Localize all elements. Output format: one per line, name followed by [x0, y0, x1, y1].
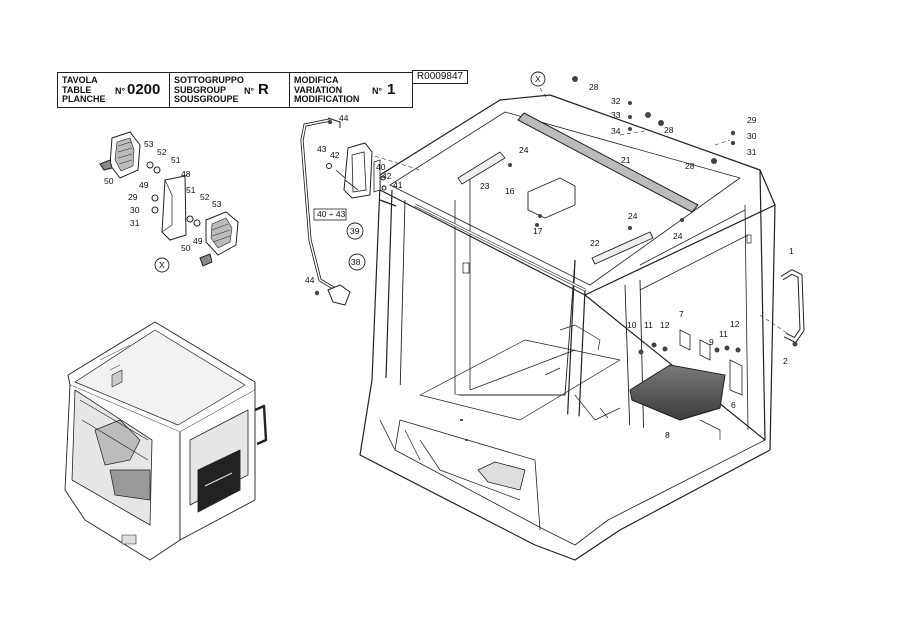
- callout-51b: 51: [186, 185, 196, 195]
- callout-11b: 11: [719, 329, 728, 339]
- callout-50a: 50: [104, 176, 114, 186]
- fasteners: [314, 76, 798, 355]
- modification-cell: MODIFICA VARIATION MODIFICATION N° 1: [290, 73, 411, 107]
- callout-24b: 24: [628, 211, 638, 221]
- callout-44a: 44: [339, 113, 349, 123]
- callout-24a: 24: [519, 145, 529, 155]
- callout-42b: 42: [382, 171, 392, 181]
- callout-40: 40: [376, 162, 386, 172]
- subgroup-cell: SOTTOGRUPPO SUBGROUP SOUSGROUPE N° R: [170, 73, 290, 107]
- detail-markers: [154, 71, 546, 273]
- callout-2: 2: [783, 356, 788, 366]
- callout-16: 16: [505, 186, 515, 196]
- callout-22: 22: [590, 238, 600, 248]
- mirror-assembly: [300, 117, 397, 306]
- drawing-reference: R0009847: [412, 70, 468, 84]
- modification-no-label: N°: [372, 86, 383, 96]
- detail-x-left: X: [159, 260, 165, 270]
- callout-50b: 50: [181, 243, 191, 253]
- leader-lines: [354, 87, 791, 336]
- subgroup-labels: SOTTOGRUPPO SUBGROUP SOUSGROUPE: [174, 75, 244, 104]
- callout-52a: 52: [157, 147, 167, 157]
- callout-34: 34: [611, 126, 621, 136]
- callout-38: 38: [351, 257, 361, 267]
- callout-17: 17: [533, 226, 543, 236]
- modification-labels: MODIFICA VARIATION MODIFICATION: [294, 75, 360, 104]
- callout-23: 23: [480, 181, 490, 191]
- callout-7: 7: [679, 309, 684, 319]
- callout-39: 39: [350, 226, 360, 236]
- callout-12a: 12: [660, 320, 670, 330]
- callout-28c: 28: [685, 161, 695, 171]
- table-no-label: N°: [115, 86, 126, 96]
- callout-28b: 28: [664, 125, 674, 135]
- table-number: 0200: [127, 81, 161, 98]
- callout-31a: 31: [130, 218, 140, 228]
- callout-12b: 12: [730, 319, 740, 329]
- callout-30a: 30: [130, 205, 140, 215]
- callout-48: 48: [181, 169, 191, 179]
- callout-53a: 53: [144, 139, 154, 149]
- callout-41: 41: [393, 180, 403, 190]
- callout-29a: 29: [128, 192, 138, 202]
- callout-44b: 44: [305, 275, 315, 285]
- callout-6: 6: [731, 400, 736, 410]
- callout-10: 10: [627, 320, 637, 330]
- callout-31b: 31: [747, 147, 757, 157]
- detail-x-top: X: [535, 74, 541, 84]
- callout-40-43: 40 ÷ 43: [317, 209, 346, 219]
- callout-43: 43: [317, 144, 327, 154]
- callout-8: 8: [665, 430, 670, 440]
- callout-49b: 49: [193, 236, 203, 246]
- callout-52b: 52: [200, 192, 210, 202]
- subgroup-no-label: N°: [244, 86, 255, 96]
- callout-11a: 11: [644, 320, 653, 330]
- range-label-box: [313, 208, 347, 221]
- callout-28a: 28: [589, 82, 599, 92]
- callout-49a: 49: [139, 180, 149, 190]
- callout-9: 9: [709, 337, 714, 347]
- callout-29b: 29: [747, 115, 757, 125]
- modification-number: 1: [387, 81, 396, 98]
- table-labels: TAVOLA TABLE PLANCHE: [62, 75, 106, 104]
- callout-21: 21: [621, 155, 631, 165]
- callout-53b: 53: [212, 199, 222, 209]
- lamp-detail: [99, 131, 239, 267]
- callout-32: 32: [611, 96, 621, 106]
- table-number-cell: TAVOLA TABLE PLANCHE N° 0200: [58, 73, 170, 107]
- callout-24c: 24: [673, 231, 683, 241]
- reference-cab-view: [64, 321, 268, 561]
- callout-33: 33: [611, 110, 621, 120]
- subgroup-letter: R: [258, 81, 269, 98]
- title-block: TAVOLA TABLE PLANCHE N° 0200 SOTTOGRUPPO…: [57, 72, 413, 108]
- callout-42a: 42: [330, 150, 340, 160]
- grab-handle: [780, 269, 805, 344]
- step-seat: [629, 329, 743, 421]
- callout-51a: 51: [171, 155, 181, 165]
- callout-30b: 30: [747, 131, 757, 141]
- callout-numbers: X X 1 2 6 7 8 9 10 11 11 12 12 16 17 21 …: [104, 74, 794, 440]
- callout-1: 1: [789, 246, 794, 256]
- main-cab-frame: [359, 94, 776, 561]
